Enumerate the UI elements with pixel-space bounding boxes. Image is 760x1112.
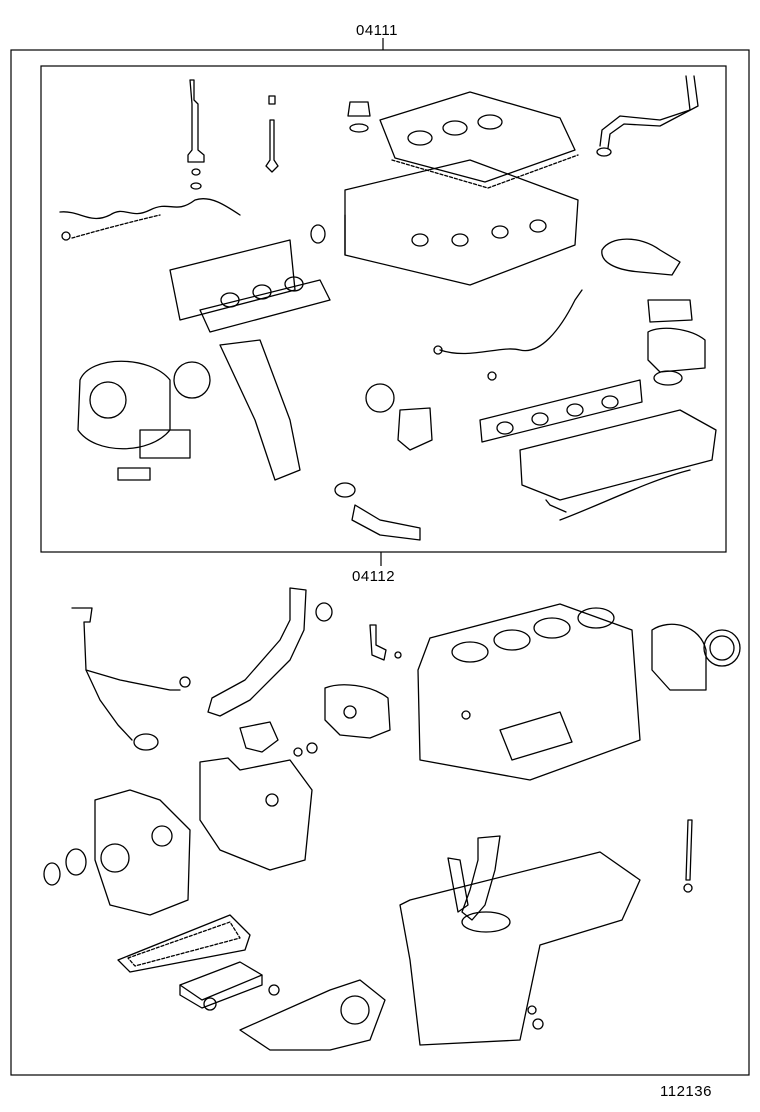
timing-gear-case	[199, 757, 313, 871]
exhaust-pipe-front	[173, 339, 421, 541]
oil-cooler-gasket	[117, 914, 251, 973]
oil-cooler-pipe	[71, 607, 191, 751]
turbocharger	[77, 360, 191, 481]
oil-level-gauge	[683, 819, 693, 893]
oil-pump	[239, 979, 386, 1051]
drain-plug	[527, 1005, 544, 1030]
oil-strainer-pipe	[447, 835, 501, 921]
cylinder-head-cover	[379, 91, 579, 189]
intake-manifold-gasket	[479, 379, 643, 443]
oil-cooler	[179, 961, 280, 1011]
intake-manifold	[519, 409, 717, 521]
rear-oil-seal-retainer	[651, 623, 741, 691]
glow-plug-wire-harness	[59, 198, 241, 241]
oil-filler-cap-part	[347, 101, 371, 133]
cylinder-block	[417, 603, 641, 781]
timing-cover	[94, 789, 191, 916]
water-outlet-housing	[647, 299, 706, 386]
part-number-04112-label: 04112	[352, 568, 396, 585]
water-bypass-pipe	[207, 587, 333, 717]
crankshaft-front-seal	[43, 848, 87, 886]
cylinder-head	[344, 159, 579, 286]
figure-number-label: 112136	[660, 1083, 712, 1100]
oil-pan	[399, 851, 641, 1046]
injector-part	[187, 79, 205, 190]
water-pump-gasket	[324, 684, 391, 739]
exhaust-manifold	[169, 239, 331, 333]
camshaft-seal	[310, 224, 326, 244]
egr-pipe-top	[596, 75, 699, 157]
part-number-04111-label: 04111	[356, 22, 398, 39]
turbo-outlet-elbow	[601, 238, 681, 276]
outer-frame	[10, 49, 750, 1076]
thermostat-housing	[365, 383, 433, 451]
glow-plug-part	[265, 95, 279, 173]
fuel-line	[433, 289, 583, 381]
small-gasket-set	[239, 624, 402, 757]
inner-frame-04111	[40, 65, 727, 553]
